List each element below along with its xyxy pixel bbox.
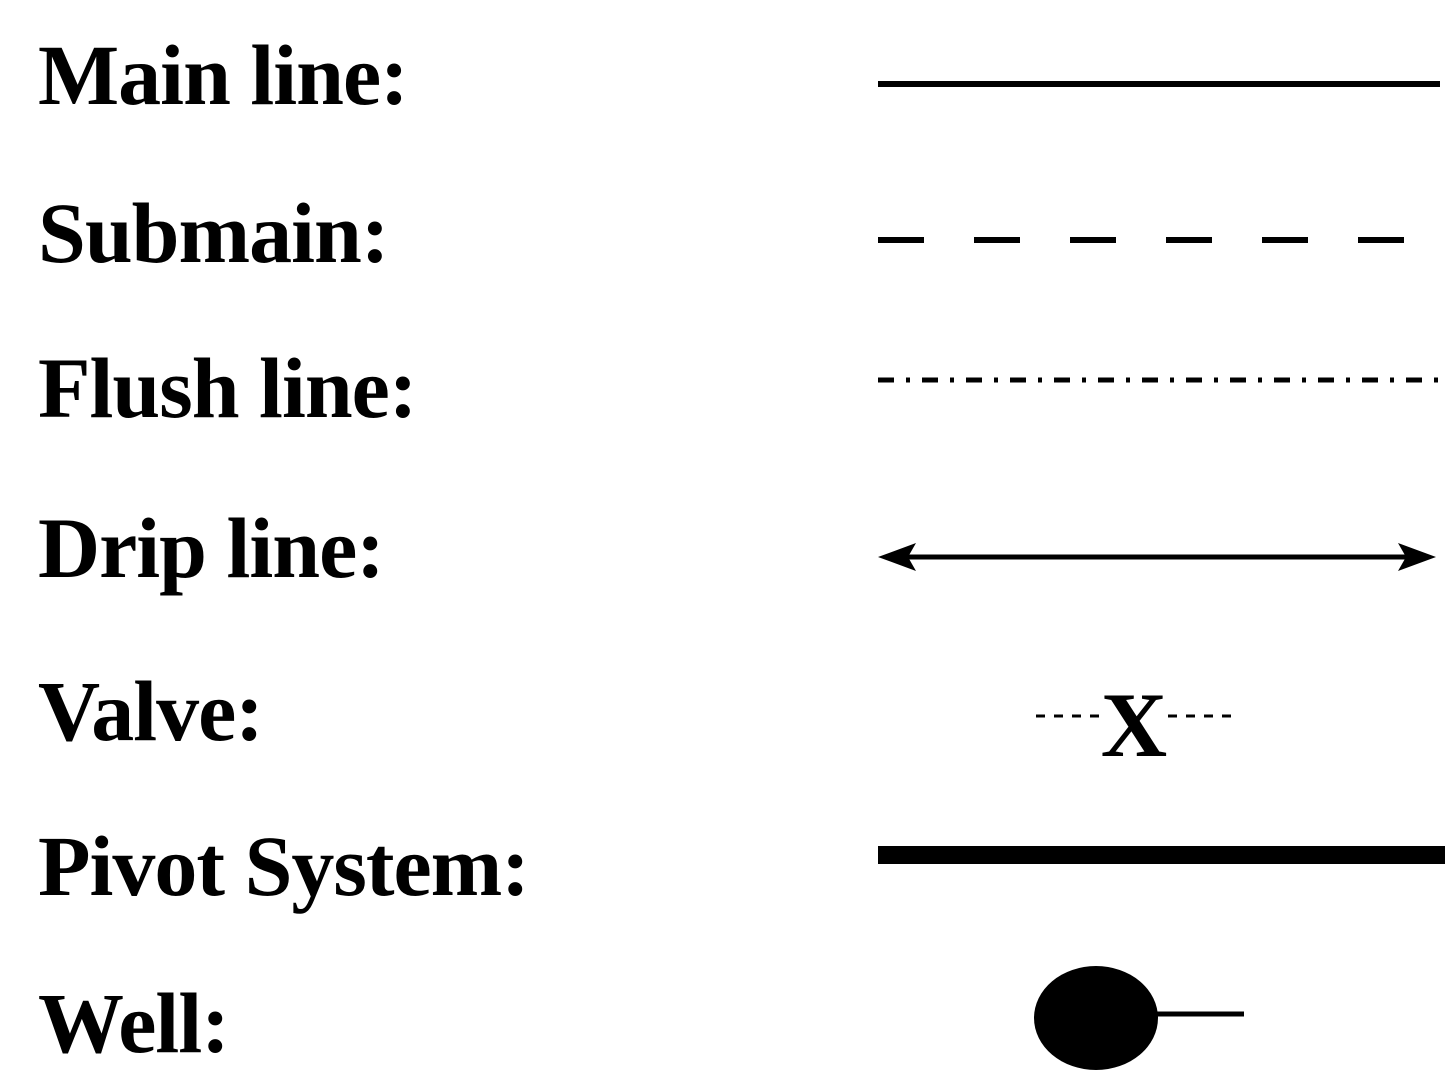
label-well: Well: [38,975,230,1071]
drip-line-symbol [878,543,1436,571]
label-pivot-system: Pivot System: [38,818,530,914]
label-submain: Submain: [38,185,389,281]
valve-x-text: X [1101,674,1167,776]
well-symbol [1034,966,1244,1070]
label-valve: Valve: [38,663,264,759]
label-flush-line: Flush line: [38,340,417,436]
valve-symbol: X [1036,674,1240,776]
label-drip-line: Drip line: [38,500,385,596]
label-main-line: Main line: [38,27,409,123]
